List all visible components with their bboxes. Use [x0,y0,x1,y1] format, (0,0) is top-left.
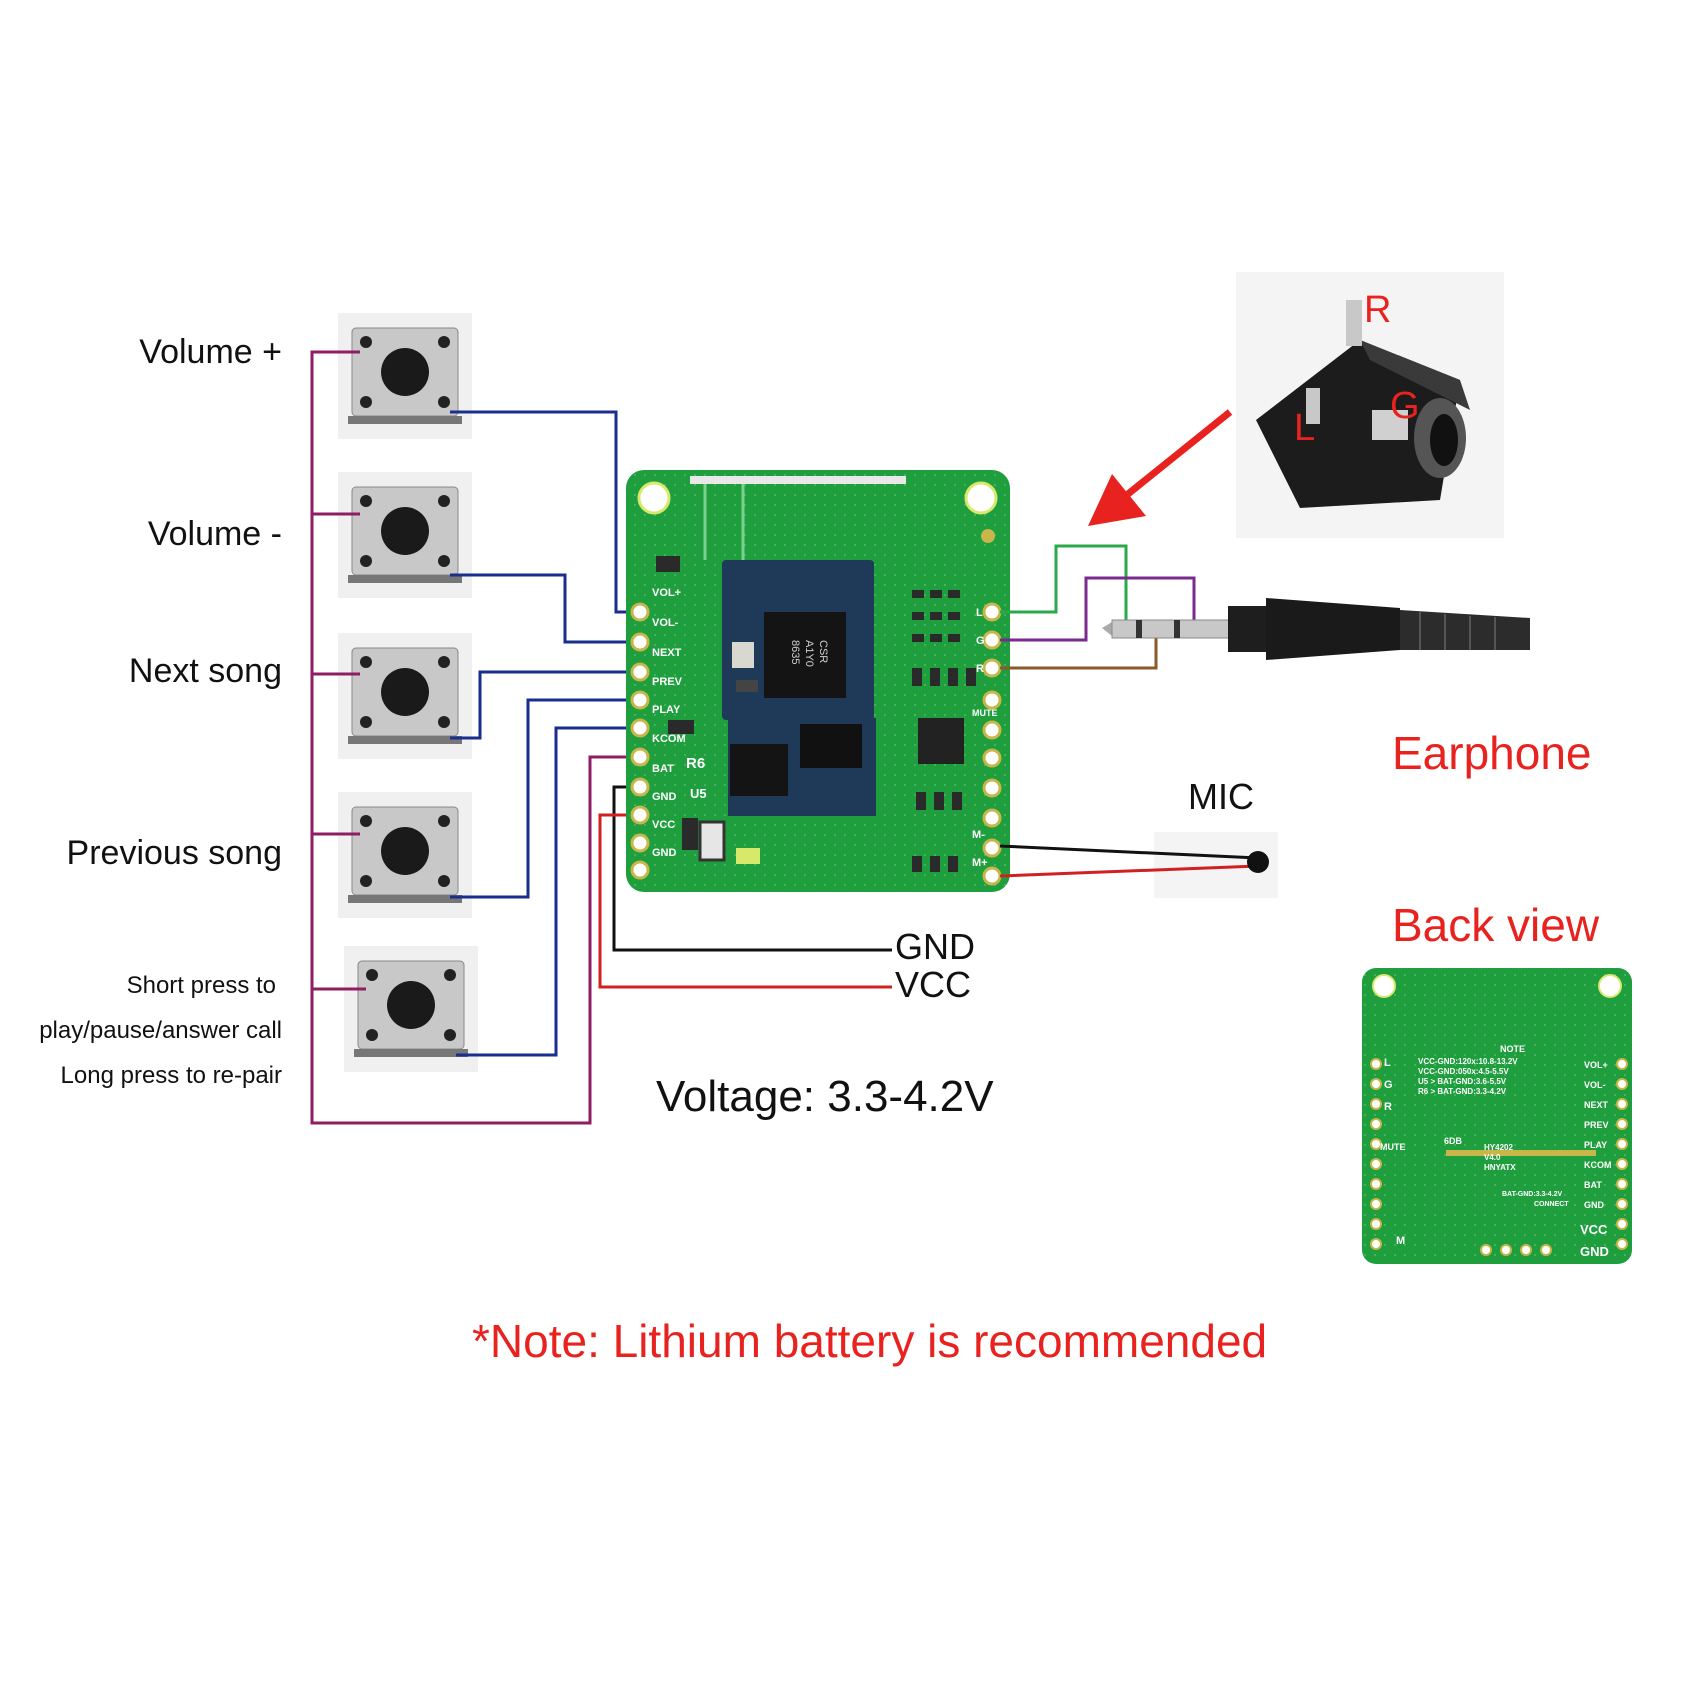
back-note-line-1: VCC-GND:120x:10.8-13.2V [1418,1057,1518,1066]
pin-label-vol-plus: VOL+ [652,587,681,599]
back-pin-r: R [1384,1101,1392,1113]
label-volume-plus: Volume + [139,333,282,371]
back-pin-kcom: KCOM [1584,1160,1612,1170]
back-note-title: NOTE [1500,1044,1525,1054]
pin-label-bat: BAT [652,763,674,775]
jack-label-g: G [1390,385,1420,427]
pin-label-mute: MUTE [972,708,998,718]
bluetooth-module-board [626,470,1010,892]
label-next-song: Next song [128,652,282,690]
pin-label-gnd: GND [652,791,677,803]
back-connect-1: BAT-GND:3.3-4.2V [1502,1191,1562,1198]
back-pin-vol-minus: VOL- [1584,1080,1606,1090]
label-voltage: Voltage: 3.3-4.2V [656,1072,994,1121]
label-vcc: VCC [895,964,972,1005]
pin-label-l: L [976,607,983,619]
pin-label-gnd-2: GND [652,847,677,859]
label-previous-song: Previous song [66,834,282,872]
back-pin-gnd-2: GND [1580,1244,1609,1259]
label-earphone: Earphone [1392,727,1592,779]
pin-label-kcom: KCOM [652,733,686,745]
back-pin-next: NEXT [1584,1100,1609,1110]
label-play-line-2: play/pause/answer call [39,1017,282,1044]
chip-text-2: A1Y0 [803,640,815,667]
jack-label-r: R [1364,289,1391,331]
chip-text-1: CSR [817,640,829,663]
audio-plug [1102,598,1530,660]
back-model-1: HY4202 [1484,1143,1513,1152]
back-pin-g: G [1384,1079,1393,1091]
wire-earphone-g [1000,576,1196,642]
back-pin-prev: PREV [1584,1120,1609,1130]
chip-marking: CSR A1Y0 8635 [789,640,829,667]
wire-volume-plus [450,410,634,614]
tact-button-volume-plus [338,313,472,439]
back-model-3: HNYATX [1484,1163,1516,1172]
note-lithium-battery: *Note: Lithium battery is recommended [472,1315,1268,1367]
wire-next-song [450,670,634,740]
back-model-2: V4.0 [1484,1153,1501,1162]
tact-button-volume-minus [338,472,472,598]
back-connect-2: CONNECT [1534,1201,1569,1208]
back-pin-l: L [1384,1057,1391,1069]
red-arrow [1088,409,1233,526]
back-pin-mute: MUTE [1380,1142,1406,1152]
pin-label-m-minus: M- [972,829,985,841]
wire-earphone-l [1000,544,1128,634]
pin-label-play: PLAY [652,704,681,716]
tact-button-previous-song [338,792,472,918]
back-pin-vol-plus: VOL+ [1584,1060,1608,1070]
board-silkscreen: VOL+ VOL- NEXT PREV PLAY KCOM BAT GND VC… [652,587,998,869]
pin-label-m-plus: M+ [972,857,988,869]
wire-previous-song [450,698,634,899]
label-volume-minus: Volume - [147,515,282,553]
pin-label-r: R [976,663,984,675]
board-left-pins [630,602,650,880]
wire-gnd [612,785,892,952]
wire-vcc [598,813,892,989]
back-note-line-2: VCC-GND:050x:4.5-5.5V [1418,1067,1509,1076]
wire-play [456,726,634,1057]
jack-label-l: L [1294,407,1315,449]
board-right-pins [982,602,1002,886]
chip-text-3: 8635 [789,640,801,664]
back-pin-m: M [1396,1235,1405,1247]
audio-jack-socket: R G L [1236,272,1504,538]
pin-label-vcc: VCC [652,819,675,831]
back-code: 6DB [1444,1136,1463,1146]
pin-label-vol-minus: VOL- [652,617,679,629]
back-pin-play: PLAY [1584,1140,1607,1150]
label-mic: MIC [1188,776,1254,817]
back-pin-bat: BAT [1584,1180,1602,1190]
silk-r6: R6 [686,755,705,772]
tact-button-play-pause [344,946,478,1072]
wire-earphone-r [1000,636,1158,670]
back-view-board: L G R MUTE M VOL+ VOL- NEXT PREV PLAY KC… [1362,968,1632,1264]
back-pin-gnd: GND [1584,1200,1605,1210]
wire-volume-minus [450,573,634,644]
back-pin-vcc: VCC [1580,1222,1608,1237]
tact-button-next-song [338,633,472,759]
wire-common-kcom [310,350,634,1125]
pin-label-prev: PREV [652,676,683,688]
label-play-line-3: Long press to re-pair [60,1062,282,1089]
back-note-line-3: U5 > BAT-GND:3.6-5.5V [1418,1077,1507,1086]
label-back-view: Back view [1392,899,1600,951]
pin-label-g: G [976,635,985,647]
back-note-line-4: R6 > BAT-GND:3.3-4.2V [1418,1087,1507,1096]
mic-wires [999,832,1278,898]
label-play-line-1: Short press to [126,972,276,999]
pin-label-next: NEXT [652,647,682,659]
silk-u5: U5 [690,786,707,801]
label-gnd: GND [895,926,975,967]
mic-capsule [1247,851,1269,873]
